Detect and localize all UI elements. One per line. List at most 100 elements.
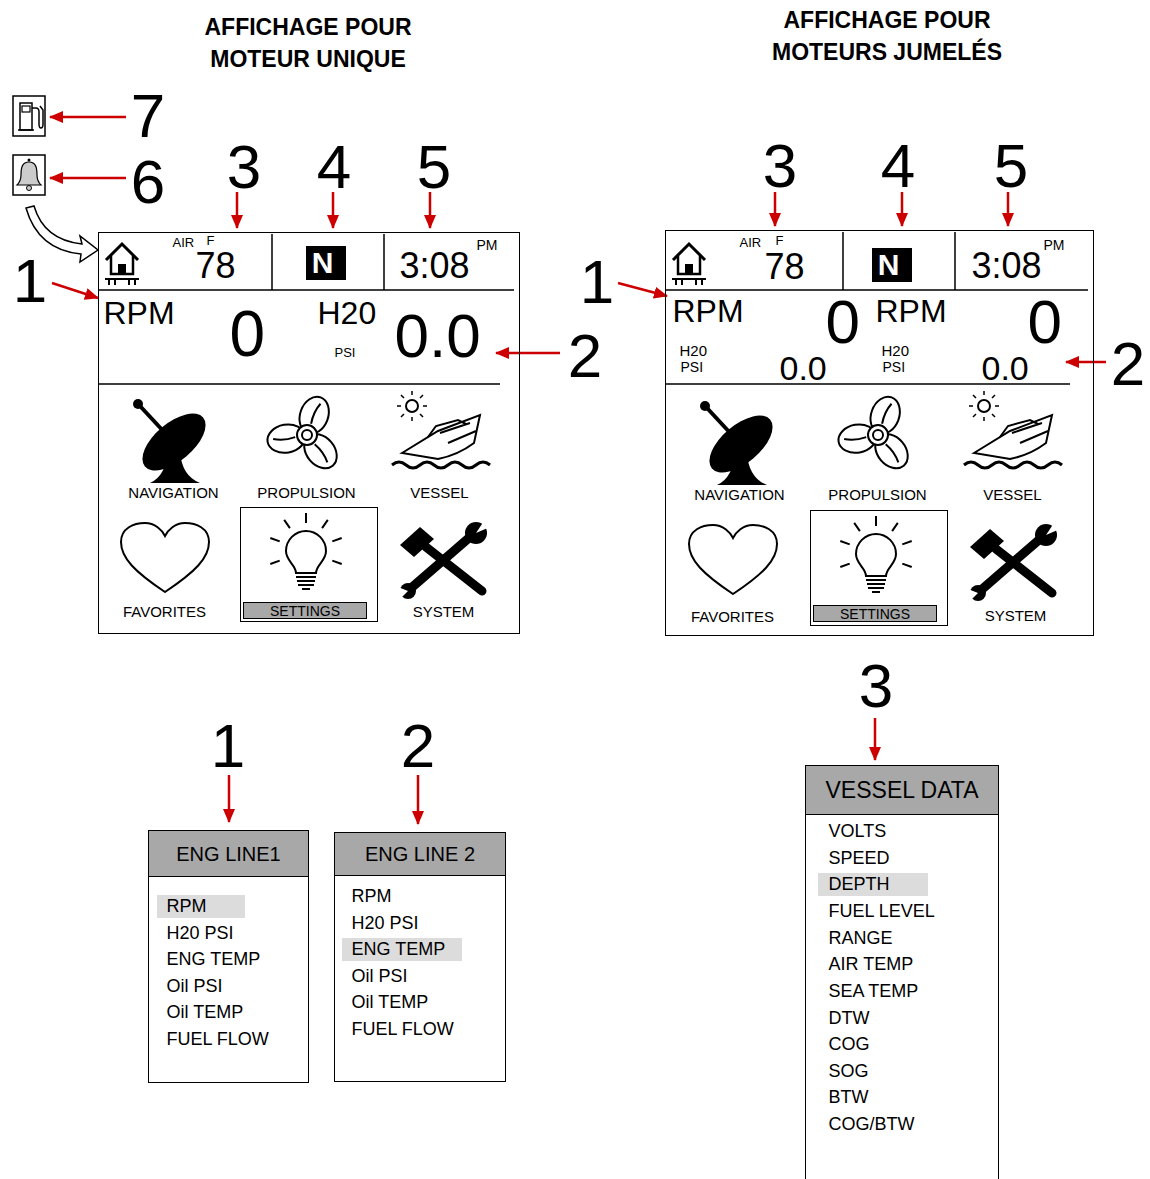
favorites-icon — [121, 523, 209, 592]
screen-readout: 3:08 — [400, 248, 470, 284]
screen-readout: PROPULSION — [257, 485, 355, 500]
callout-arrow — [50, 116, 126, 119]
menu-item: ENG TEMP — [167, 950, 261, 968]
callout-number: 6 — [131, 151, 165, 213]
fuel-icon — [18, 129, 34, 131]
callout-number: 1 — [580, 251, 614, 313]
screen-readout: PM — [477, 238, 498, 252]
screen-readout: PSI — [883, 360, 906, 374]
menu-item: H20 PSI — [167, 924, 234, 942]
alarm-icon — [13, 155, 45, 195]
screen-readout: AIR — [740, 236, 762, 249]
menu-heading: ENG LINE1 — [149, 831, 308, 877]
settings-icon — [840, 516, 911, 592]
menu-item: BTW — [829, 1088, 869, 1106]
gear-indicator: N — [872, 248, 912, 282]
menu-item: COG/BTW — [829, 1115, 915, 1133]
menu-item-selected: RPM — [157, 895, 245, 918]
menu-item: SPEED — [829, 849, 890, 867]
settings-icon — [270, 513, 341, 589]
callout-arrow — [50, 117, 1106, 824]
callout-number: 4 — [317, 136, 351, 198]
screen-readout: NAVIGATION — [694, 487, 784, 502]
screen-readout: VESSEL — [983, 487, 1041, 502]
callout-arrow — [874, 718, 877, 760]
menu-item: Oil TEMP — [167, 1003, 244, 1021]
menu-box: ENG LINE1RPM H20 PSI ENG TEMP Oil PSI Oil TE… — [148, 830, 309, 1083]
screen-readout: SYSTEM — [985, 608, 1047, 623]
display-screen: AIRF783:08PMRPM0H20PSI0.0NAVIGATIONPROPU… — [98, 232, 520, 634]
display-screen: AIRF783:08PMRPM0RPM0H20PSI0.0H20PSI0.0NA… — [665, 230, 1094, 636]
screen-readout: 78 — [196, 248, 236, 284]
menu-item: VOLTS — [829, 822, 887, 840]
gear-letter: N — [872, 248, 906, 282]
screen-readout: 78 — [765, 249, 805, 285]
fuel-icon — [22, 106, 30, 112]
menu-item: SEA TEMP — [829, 982, 919, 1000]
menu-item: Oil PSI — [167, 977, 223, 995]
callout-number: 3 — [859, 655, 893, 717]
screen-readout: FAVORITES — [691, 609, 774, 624]
screen-readout: 0.0 — [982, 351, 1029, 385]
vessel-icon — [964, 391, 1062, 468]
menu-item: AIR TEMP — [829, 955, 914, 973]
callout-number: 2 — [568, 325, 602, 387]
fuel-icon — [13, 96, 45, 136]
menu-item: SOG — [829, 1062, 869, 1080]
callout-number: 5 — [994, 135, 1028, 197]
vessel-icon — [392, 391, 490, 468]
menu-item: Oil PSI — [352, 967, 408, 985]
menu-item: RANGE — [829, 929, 893, 947]
home-icon — [672, 244, 706, 285]
menu-item: FUEL LEVEL — [829, 902, 935, 920]
callout-arrow — [618, 283, 667, 296]
callout-number: 7 — [131, 85, 165, 147]
menu-item-selected: ENG TEMP — [342, 938, 462, 961]
screen-readout: 0.0 — [395, 305, 481, 367]
callout-number: 3 — [227, 136, 261, 198]
callout-number: 2 — [1111, 333, 1145, 395]
screen-readout: RPM — [104, 297, 175, 329]
screen-readout: 0 — [826, 291, 860, 353]
button-label: SETTINGS — [243, 602, 367, 619]
screen-readout: NAVIGATION — [128, 485, 218, 500]
screen-readout: 0 — [230, 302, 266, 366]
screen-dividers — [665, 232, 1088, 384]
fuel-icon — [13, 96, 45, 136]
gear-letter: N — [306, 246, 340, 280]
screen-readout: H20 — [680, 343, 708, 358]
callout-number: 2 — [401, 715, 435, 777]
settings-button: SETTINGS — [810, 510, 948, 626]
screen-readout: H20 — [882, 343, 910, 358]
menu-item: COG — [829, 1035, 870, 1053]
propulsion-icon — [836, 393, 914, 475]
callout-arrow — [50, 177, 126, 180]
favorites-icon — [689, 525, 777, 594]
callout-number: 3 — [763, 135, 797, 197]
menu-box: ENG LINE 2RPMH20 PSIENG TEMPOil PSIOil T… — [334, 832, 506, 1082]
screen-readout: FAVORITES — [123, 604, 206, 619]
menu-box: VESSEL DATAVOLTSSPEEDDEPTHFUEL LEVELRANG… — [805, 765, 999, 1179]
screen-readout: VESSEL — [410, 485, 468, 500]
panel-heading: AFFICHAGE POUR MOTEUR UNIQUE — [178, 11, 438, 75]
callout-arrow — [901, 192, 904, 226]
screen-dividers — [98, 234, 514, 384]
callout-arrow — [774, 192, 777, 226]
fuel-icon — [32, 106, 43, 128]
screen-readout: AIR — [173, 236, 195, 249]
screen-readout: 3:08 — [972, 248, 1042, 284]
panel-heading: AFFICHAGE POUR MOTEURS JUMELÉS — [757, 4, 1017, 68]
navigation-icon — [700, 401, 783, 485]
menu-item: Oil TEMP — [352, 993, 429, 1011]
callout-arrow — [1007, 192, 1010, 226]
screen-readout: PSI — [335, 346, 356, 359]
screen-readout: PROPULSION — [828, 487, 926, 502]
menu-item: RPM — [352, 887, 392, 905]
menu-item: FUEL FLOW — [167, 1030, 269, 1048]
alarm-icon — [27, 186, 32, 191]
screen-readout: SYSTEM — [413, 604, 475, 619]
alarm-icon — [28, 159, 31, 162]
screen-readout: PM — [1044, 238, 1065, 252]
screen-readout: RPM — [876, 295, 947, 327]
